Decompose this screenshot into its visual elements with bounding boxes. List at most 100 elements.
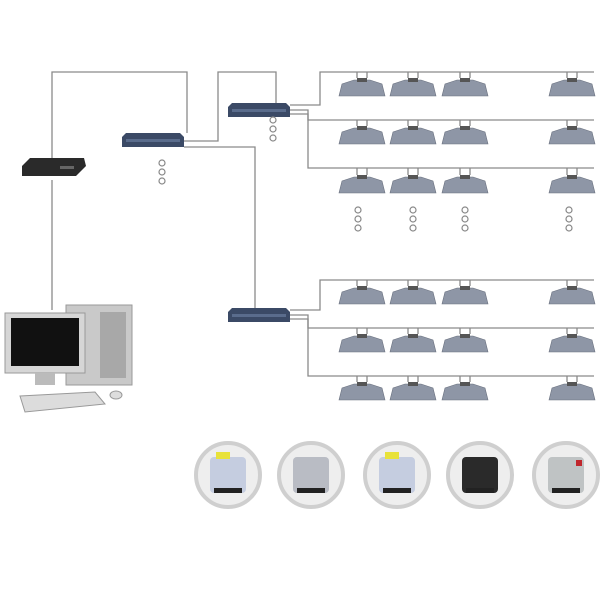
red-indicator [576,460,582,466]
yellow-label [385,452,399,459]
switch-lower [228,308,290,322]
connection-line [51,71,188,158]
device-connector [460,334,470,338]
device-body [548,287,596,305]
switch-ports [126,139,180,142]
field-device [441,78,489,97]
device-body [389,287,437,305]
field-device [548,382,596,401]
continuation-dot [461,206,469,214]
device-connector [408,126,418,130]
continuation-dot [269,116,277,124]
monitor-stand [35,373,55,385]
device-connector [460,286,470,290]
device-body [441,127,489,145]
continuation-dots [158,116,573,232]
router-body [22,158,86,176]
continuation-dot [158,177,166,185]
device-body [441,335,489,353]
connection-line [290,314,594,329]
device-body [389,335,437,353]
peripheral-device-icon [462,457,498,493]
network-nodes [4,78,596,413]
device-connector [460,126,470,130]
field-device [338,334,386,353]
switch-core [122,133,184,147]
device-connector [408,78,418,82]
field-device [441,175,489,194]
device-body [441,176,489,194]
device-body [338,127,386,145]
continuation-dot [565,215,573,223]
device-connector [357,126,367,130]
device-connector [567,382,577,386]
device-connector [567,286,577,290]
keypad-terminal [532,441,600,509]
connection-line [290,279,594,311]
device-connector [357,175,367,179]
device-connector [567,78,577,82]
device-connector [460,78,470,82]
device-connector [357,334,367,338]
connection-line [184,146,256,310]
field-device [441,382,489,401]
device-connector [408,334,418,338]
field-device [548,286,596,305]
continuation-dot [354,224,362,232]
field-device [548,126,596,145]
device-body [548,79,596,97]
device-connector [408,382,418,386]
continuation-dot [409,224,417,232]
device-body [389,176,437,194]
field-device [389,126,437,145]
peripheral-device-icon [293,457,329,493]
device-body [389,79,437,97]
device-body [441,383,489,401]
connection-lines [51,71,594,382]
device-label-strip [297,488,325,493]
peripheral-device-icon [379,457,415,493]
switch-upper [228,103,290,117]
device-connector [567,126,577,130]
power-module [363,441,431,509]
device-label-strip [466,488,494,493]
monitor-screen [11,318,79,366]
continuation-dot [158,159,166,167]
device-connector [408,175,418,179]
field-device [441,126,489,145]
device-body [338,176,386,194]
device-label-strip [552,488,580,493]
device-body [548,127,596,145]
device-body [441,79,489,97]
switch-ports [232,314,286,317]
device-body [338,335,386,353]
device-label-strip [214,488,242,493]
field-device [389,175,437,194]
continuation-dot [461,224,469,232]
keyboard [19,391,106,413]
field-device [338,175,386,194]
continuation-dot [565,224,573,232]
continuation-dot [409,206,417,214]
field-device [389,78,437,97]
device-connector [357,286,367,290]
continuation-dot [354,206,362,214]
field-device [548,334,596,353]
continuation-dot [409,215,417,223]
field-device [548,175,596,194]
device-body [548,335,596,353]
connection-line [290,109,594,121]
continuation-dot [354,215,362,223]
display-terminal [446,441,514,509]
connection-line [184,71,277,142]
field-device [338,382,386,401]
device-connector [567,175,577,179]
yellow-label [216,452,230,459]
device-body [441,287,489,305]
field-device [441,286,489,305]
device-label-strip [383,488,411,493]
device-connector [567,334,577,338]
connection-line [290,71,594,106]
controller-module [277,441,345,509]
